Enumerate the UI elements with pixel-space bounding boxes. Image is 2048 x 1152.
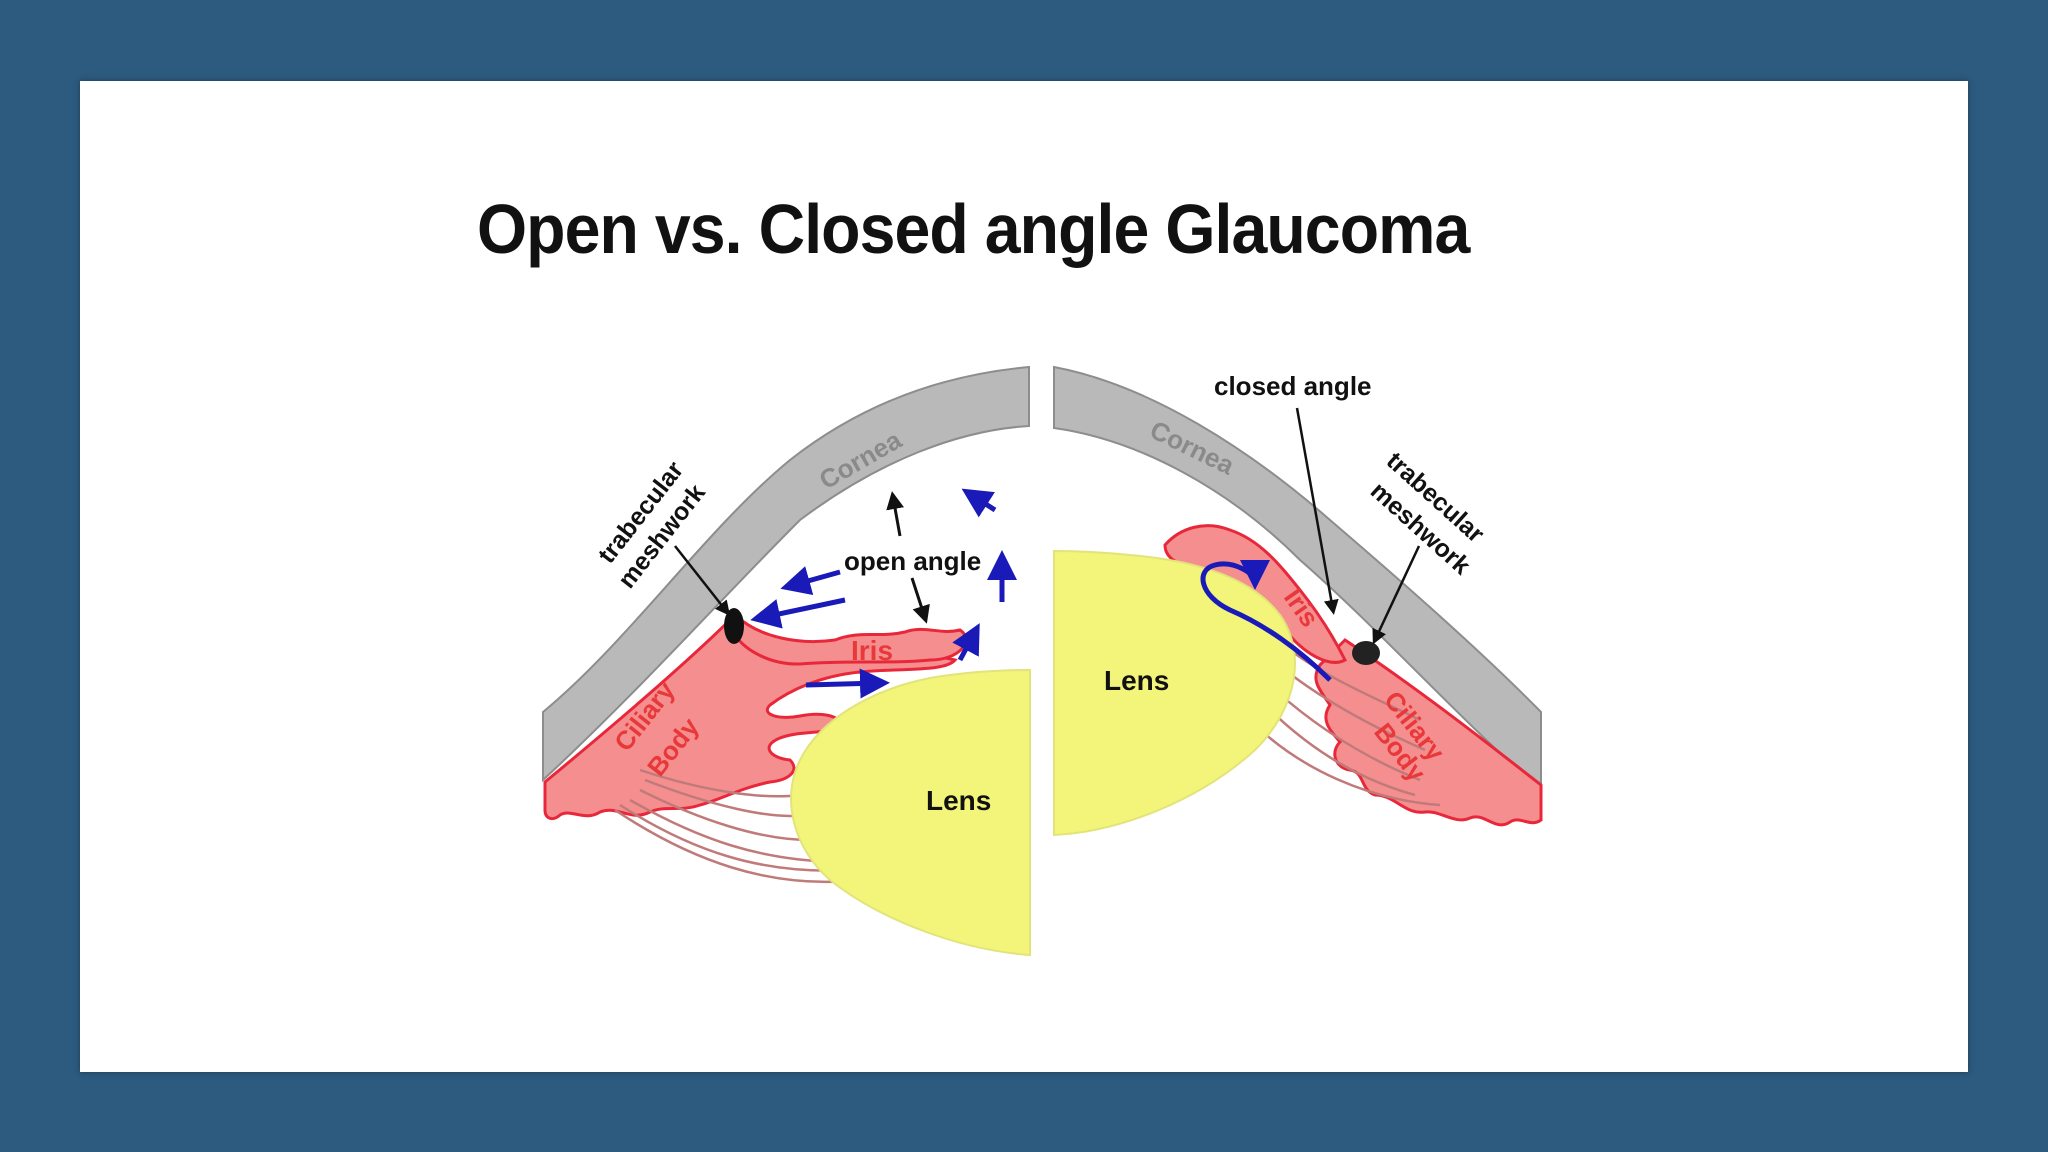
- right-zonule-fibers: [1249, 648, 1441, 807]
- open-angle-label: open angle: [844, 546, 981, 576]
- left-iris-label: Iris: [851, 635, 893, 666]
- closed-angle-pointer: [1295, 407, 1339, 615]
- left-cornea: [542, 365, 1030, 783]
- closed-angle-label: closed angle: [1214, 371, 1372, 401]
- right-lens-label: Lens: [1104, 665, 1169, 696]
- left-trabecular-pointer: [674, 545, 731, 616]
- left-panel-open-angle: Cornea trabecular meshwork open angle Ir…: [542, 365, 1031, 957]
- right-panel-closed-angle: closed angle Cornea trabecular meshwork …: [1053, 365, 1543, 837]
- left-lens: [790, 668, 1031, 957]
- right-aqueous-flow-loop: [1200, 559, 1332, 682]
- right-trabecular-node: [1352, 641, 1380, 665]
- left-trabecular-node: [724, 608, 744, 644]
- open-angle-arrow-down: [910, 577, 930, 624]
- right-trabecular-pointer: [1372, 545, 1421, 645]
- right-lens: [1053, 549, 1296, 837]
- open-angle-arrow-up: [886, 491, 904, 537]
- slide-title: Open vs. Closed angle Glaucoma: [477, 190, 1470, 268]
- left-lens-label: Lens: [926, 785, 991, 816]
- left-aqueous-flow-arrows: [750, 488, 1017, 699]
